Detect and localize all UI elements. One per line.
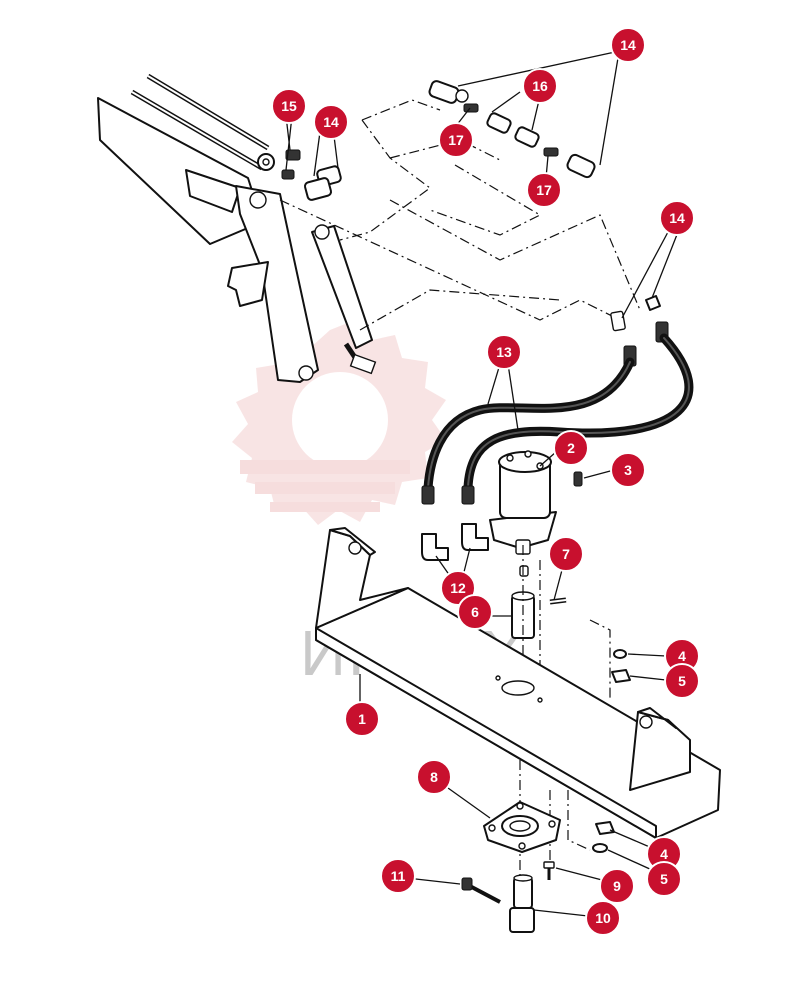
callout-3: 3 bbox=[610, 452, 646, 488]
svg-text:13: 13 bbox=[496, 344, 512, 360]
callout-15: 15 bbox=[271, 88, 307, 124]
svg-text:4: 4 bbox=[678, 648, 686, 664]
coupling-and-key bbox=[511, 565, 567, 639]
svg-text:11: 11 bbox=[391, 868, 406, 884]
callout-7: 7 bbox=[548, 536, 584, 572]
callout-8: 8 bbox=[416, 759, 452, 795]
callout-6: 6 bbox=[457, 594, 493, 630]
svg-text:7: 7 bbox=[562, 546, 570, 562]
svg-text:14: 14 bbox=[323, 114, 339, 130]
callout-17-upper: 17 bbox=[438, 122, 474, 158]
svg-text:15: 15 bbox=[281, 98, 297, 114]
washers-and-nuts bbox=[592, 649, 631, 853]
fittings-group-upper-right bbox=[428, 80, 596, 179]
callout-11: 11 bbox=[380, 858, 416, 894]
assembly-center-lines-upper bbox=[279, 99, 641, 331]
svg-text:5: 5 bbox=[660, 871, 668, 887]
svg-text:10: 10 bbox=[595, 910, 611, 926]
hose-end-fittings-right bbox=[610, 295, 669, 367]
svg-text:4: 4 bbox=[660, 846, 668, 862]
callout-14-left: 14 bbox=[313, 104, 349, 140]
callout-5-lower: 5 bbox=[646, 861, 682, 897]
svg-text:1: 1 bbox=[358, 711, 366, 727]
svg-text:2: 2 bbox=[567, 440, 575, 456]
callout-2: 2 bbox=[553, 430, 589, 466]
svg-text:12: 12 bbox=[450, 580, 466, 596]
boom-arm-assembly bbox=[97, 73, 377, 383]
callout-13: 13 bbox=[486, 334, 522, 370]
callout-17-lower: 17 bbox=[526, 172, 562, 208]
svg-text:16: 16 bbox=[532, 78, 548, 94]
hydraulic-motor bbox=[489, 450, 583, 555]
svg-text:6: 6 bbox=[471, 604, 479, 620]
callout-14-top: 14 bbox=[610, 27, 646, 63]
svg-text:17: 17 bbox=[448, 132, 464, 148]
svg-text:14: 14 bbox=[620, 37, 636, 53]
callout-5-upper: 5 bbox=[664, 663, 700, 699]
svg-text:9: 9 bbox=[613, 878, 621, 894]
callout-9: 9 bbox=[599, 868, 635, 904]
bolt-shaft-screw bbox=[461, 861, 555, 933]
svg-text:8: 8 bbox=[430, 769, 438, 785]
callout-16: 16 bbox=[522, 68, 558, 104]
bearing-flange bbox=[483, 801, 561, 853]
svg-text:17: 17 bbox=[536, 182, 552, 198]
fittings-group-upper-left bbox=[257, 149, 342, 201]
elbow-fittings bbox=[421, 523, 489, 561]
callout-14-right: 14 bbox=[659, 200, 695, 236]
svg-text:3: 3 bbox=[624, 462, 632, 478]
svg-text:5: 5 bbox=[678, 673, 686, 689]
callout-10: 10 bbox=[585, 900, 621, 936]
callout-1: 1 bbox=[344, 701, 380, 737]
svg-text:14: 14 bbox=[669, 210, 685, 226]
watermark-logo bbox=[232, 318, 446, 525]
hydraulic-hoses bbox=[421, 333, 694, 505]
